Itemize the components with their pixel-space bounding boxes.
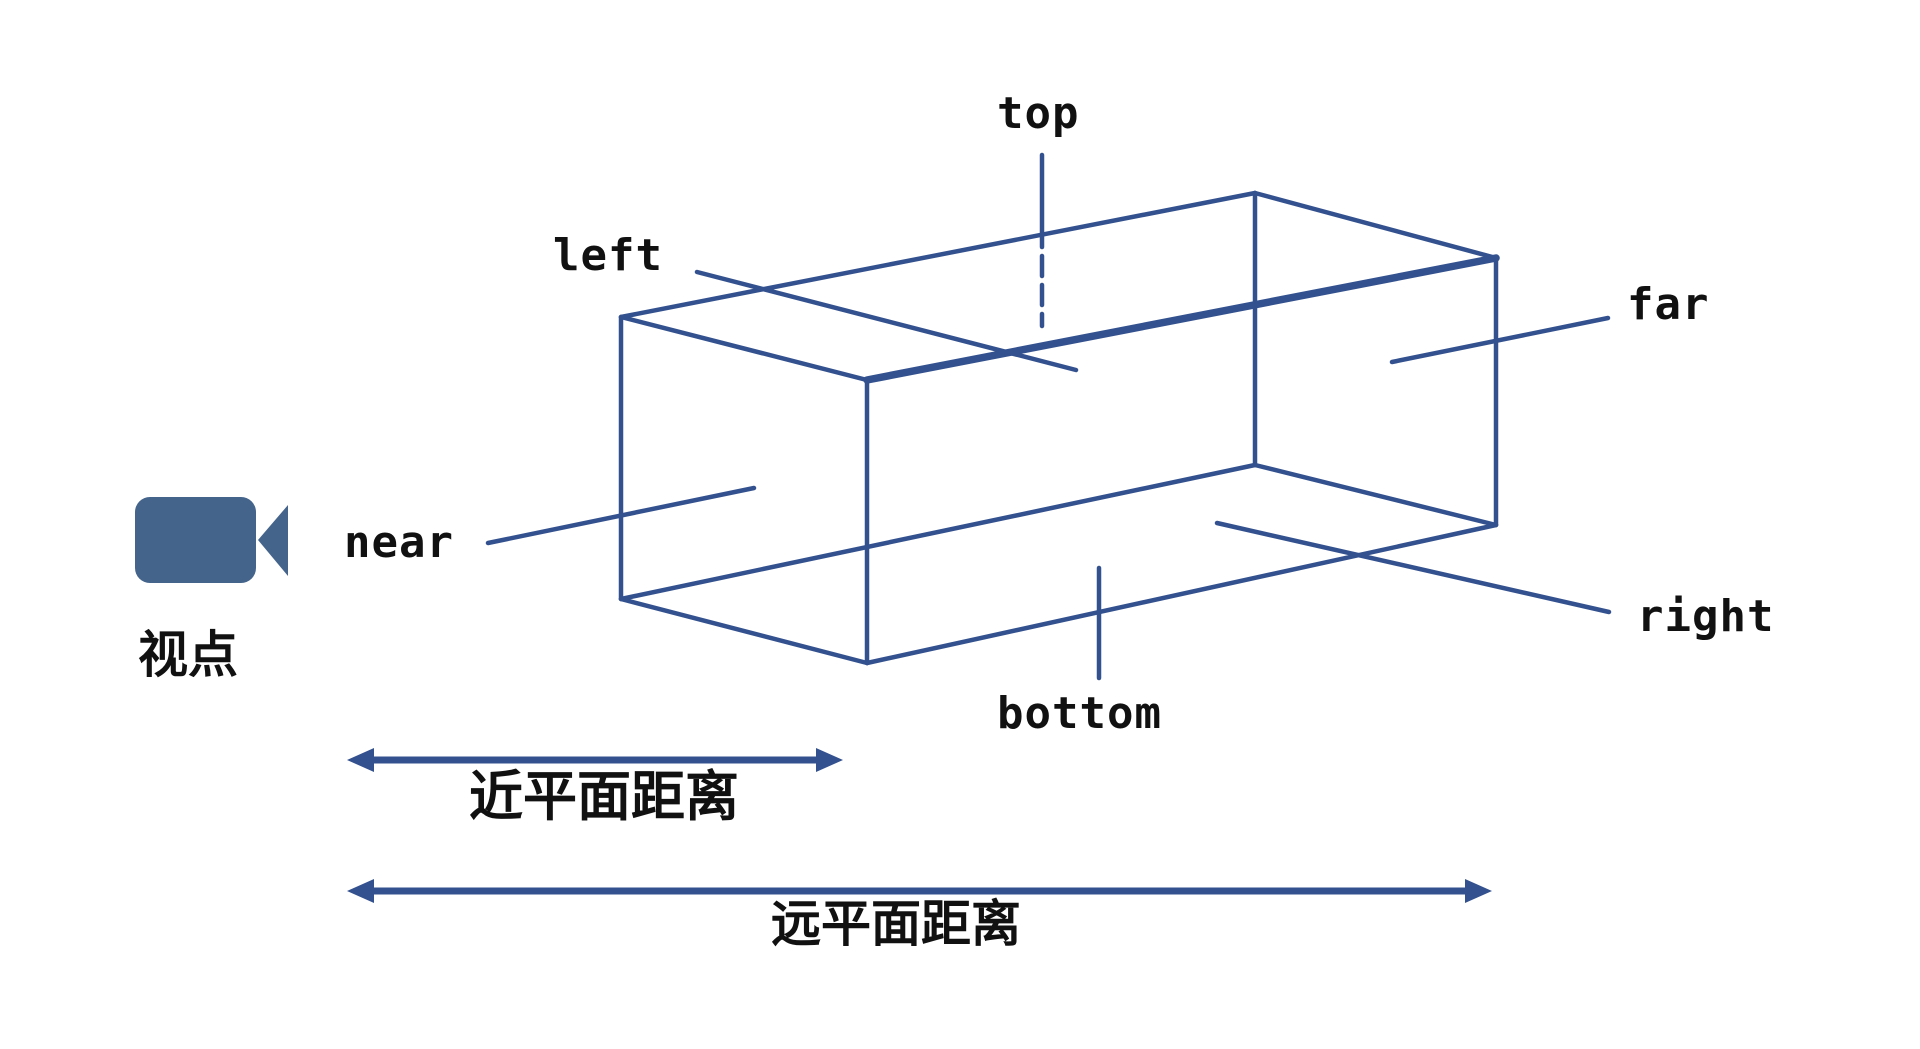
box-edge-far-bottom — [1252, 462, 1499, 528]
label-bottom: bottom — [997, 688, 1162, 739]
box-edge-near-bottom — [618, 596, 870, 666]
label-left: left — [553, 230, 663, 281]
leader-near — [485, 485, 757, 546]
label-near: near — [344, 517, 454, 568]
box-edge-bottom-left — [618, 462, 1258, 602]
far-arrow-head-right — [1465, 879, 1492, 903]
camera-body — [135, 497, 256, 583]
camera-lens-triangle — [258, 505, 288, 576]
box-edge-bottom-right — [864, 522, 1499, 666]
leader-left — [694, 269, 1079, 373]
leader-far — [1389, 315, 1611, 365]
leader-right — [1214, 520, 1612, 615]
video-camera-icon — [135, 497, 288, 583]
far-arrow-head-left — [347, 879, 374, 903]
label-near-plane-distance: 近平面距离 — [469, 767, 739, 827]
box-edge-top-right-thick — [863, 254, 1500, 384]
box-edge-near-top — [618, 314, 870, 383]
box-edge-far-top — [1252, 190, 1499, 261]
near-distance-arrow — [347, 748, 843, 772]
label-far: far — [1627, 279, 1710, 330]
leader-lines — [485, 152, 1612, 681]
box-edge-top-left — [618, 190, 1258, 320]
label-far-plane-distance: 远平面距离 — [771, 896, 1021, 952]
view-volume-box — [618, 190, 1500, 666]
label-viewpoint: 视点 — [138, 627, 238, 683]
near-arrow-head-left — [347, 748, 374, 772]
distance-arrows — [347, 748, 1492, 903]
label-right: right — [1637, 591, 1775, 642]
far-distance-arrow — [347, 879, 1492, 903]
label-top: top — [997, 88, 1080, 139]
near-arrow-head-right — [816, 748, 843, 772]
